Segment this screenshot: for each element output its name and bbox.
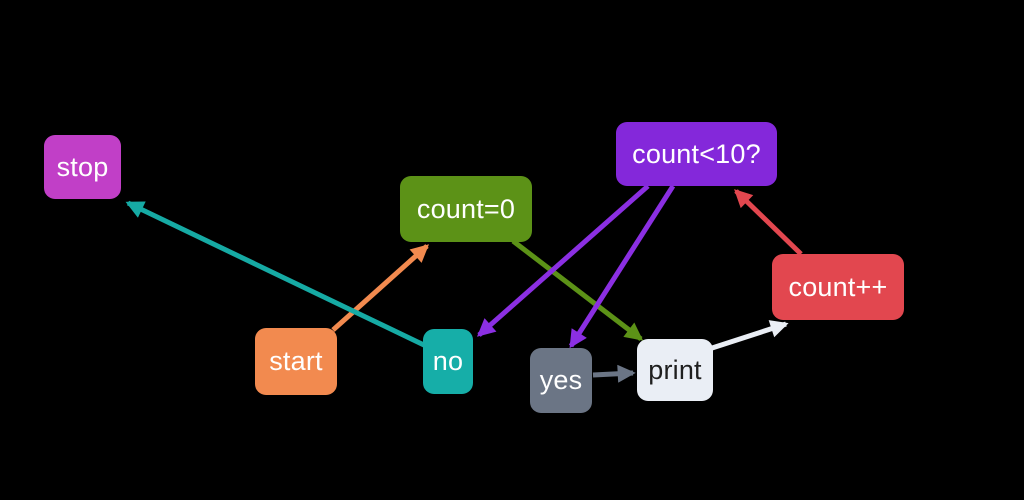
node-label-start: start: [269, 346, 323, 376]
node-label-count_incr: count++: [788, 271, 888, 302]
node-print[interactable]: print: [637, 339, 713, 401]
node-label-no: no: [432, 346, 464, 376]
node-label-count_init: count=0: [416, 193, 516, 224]
node-condition[interactable]: count<10?: [616, 122, 777, 186]
node-label-stop: stop: [56, 151, 109, 182]
node-count_incr[interactable]: count++: [772, 254, 904, 320]
node-start[interactable]: start: [255, 328, 337, 395]
node-stop[interactable]: stop: [44, 135, 121, 199]
node-label-condition: count<10?: [632, 138, 761, 169]
node-yes[interactable]: yes: [530, 348, 592, 413]
node-count_init[interactable]: count=0: [400, 176, 532, 242]
node-label-print: print: [648, 354, 702, 385]
node-label-yes: yes: [539, 365, 583, 395]
node-no[interactable]: no: [423, 329, 473, 394]
